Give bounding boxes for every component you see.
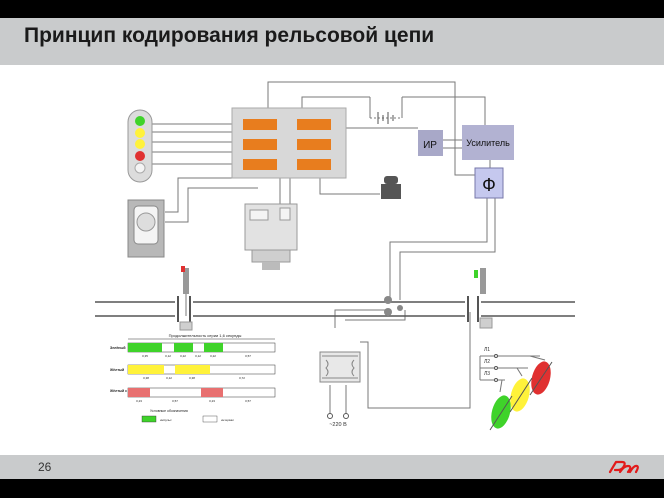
timing-green-1: 0,12 xyxy=(165,354,171,358)
signal-lamps xyxy=(489,355,553,431)
legend-interval-label: интервал xyxy=(221,418,234,422)
title-bar xyxy=(0,18,664,65)
timing-green-5: 0,57 xyxy=(245,354,251,358)
slide-title: Принцип кодирования рельсовой цепи xyxy=(24,24,435,47)
timing-row-label-green: Зелёный xyxy=(110,346,126,350)
timing-row-label-yellow-red: Жёлтый с красным xyxy=(109,389,144,393)
timing-yellow-2: 0,38 xyxy=(189,376,195,380)
vigilance-handle xyxy=(381,176,401,199)
timing-yr-2: 0,23 xyxy=(209,399,215,403)
footer-bar xyxy=(0,455,664,479)
timing-green-3: 0,12 xyxy=(195,354,201,358)
timing-yr-1: 0,57 xyxy=(172,399,178,403)
power-terminals xyxy=(327,413,349,419)
timing-green-0: 0,35 xyxy=(142,354,148,358)
track-transformer xyxy=(319,351,361,383)
timing-yr-3: 0,57 xyxy=(245,399,251,403)
amplifier-label: Усилитель xyxy=(466,138,510,148)
timing-green-4: 0,22 xyxy=(210,354,216,358)
timing-yellow-1: 0,12 xyxy=(166,376,172,380)
coil-pickups xyxy=(384,296,403,316)
wayside-signal-left xyxy=(179,266,193,331)
relay-label-2: Л2 xyxy=(484,359,490,365)
locomotive-signal-device xyxy=(127,199,165,258)
top-black-bar xyxy=(0,0,664,18)
rzd-logo-icon xyxy=(608,460,639,474)
legend-title: Условные обозначения xyxy=(150,409,188,413)
ir-block: ИР xyxy=(418,130,443,156)
relay-label-1: Л1 xyxy=(484,347,490,353)
receiver-unit xyxy=(244,203,298,270)
legend-pulse-label: импульс xyxy=(160,418,172,422)
traffic-signal xyxy=(127,109,153,183)
timing-chart-title: Продолжительность серии 1,6 секунды xyxy=(169,333,242,338)
relay-contacts: Л1 Л2 Л3 xyxy=(484,347,498,382)
timing-green-2: 0,22 xyxy=(180,354,186,358)
amplifier-block: Усилитель xyxy=(462,125,514,160)
filter-label: Ф xyxy=(482,175,496,195)
ir-label: ИР xyxy=(423,140,437,151)
relay-label-3: Л3 xyxy=(484,371,490,377)
timing-chart: Продолжительность серии 1,6 секунды Зелё… xyxy=(109,333,276,423)
filter-block: Ф xyxy=(474,167,504,199)
rails xyxy=(95,301,575,317)
page-number: 26 xyxy=(38,460,52,474)
voltage-label: ~220 В xyxy=(329,422,347,428)
timing-yellow-3: 0,72 xyxy=(239,376,245,380)
wayside-signal-right xyxy=(474,268,493,329)
timing-yr-0: 0,23 xyxy=(136,399,142,403)
insulating-joints xyxy=(177,296,479,322)
timing-yellow-0: 0,38 xyxy=(143,376,149,380)
code-transmitter-block xyxy=(231,107,347,179)
battery-symbol xyxy=(377,112,394,124)
bottom-black-bar xyxy=(0,479,664,498)
timing-row-label-yellow: Жёлтый xyxy=(109,368,124,372)
